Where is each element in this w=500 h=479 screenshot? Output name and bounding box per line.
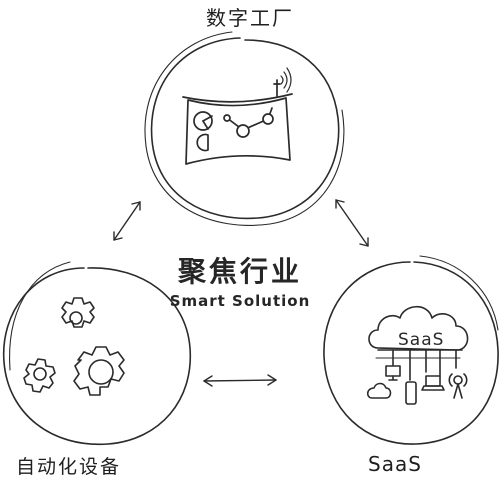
arrow-top-left [113, 201, 141, 241]
left-circle [2, 261, 192, 446]
label-digital-factory: 数字工厂 [206, 6, 294, 30]
center-subtitle: Smart Solution [169, 292, 311, 310]
label-saas: SaaS [368, 452, 422, 476]
saas-cloud-icon [366, 305, 469, 405]
center-title: 聚焦行业 [177, 255, 302, 288]
arrow-bottom [203, 374, 277, 387]
top-circle [144, 31, 345, 226]
label-automation-equipment: 自动化设备 [16, 456, 122, 478]
arrow-top-right [335, 199, 369, 247]
right-circle [323, 255, 499, 445]
gears-icon [23, 297, 125, 396]
cloud-saas-text: SaaS [398, 330, 445, 350]
factory-screen-icon [182, 67, 293, 165]
